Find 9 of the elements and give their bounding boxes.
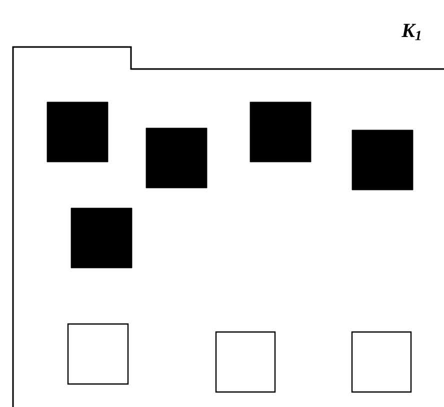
filled-square [250,102,312,162]
filled-square [352,130,414,190]
filled-square [146,128,208,188]
empty-square [215,331,276,393]
empty-square [351,331,412,393]
empty-square [67,323,129,385]
filled-square [70,208,132,268]
container-label: K$_{1}$ [401,24,420,40]
filled-square [46,102,108,162]
